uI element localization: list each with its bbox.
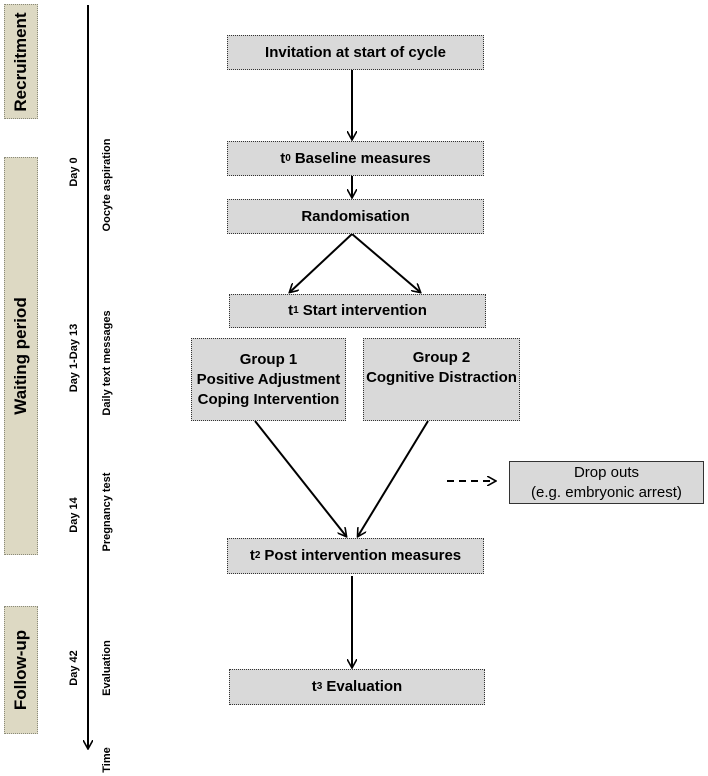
group1-box: Group 1 Positive Adjustment Coping Inter… — [191, 338, 346, 421]
t2-subscript: 2 — [254, 550, 261, 561]
baseline-measures-text: Baseline measures — [294, 149, 431, 167]
invitation-box: Invitation at start of cycle — [227, 35, 484, 70]
arrow-randomisation-right — [351, 233, 420, 292]
post-intervention-text: Post intervention measures — [264, 547, 462, 564]
t1-subscript: 1 — [293, 305, 299, 316]
arrow-group1-t2 — [254, 420, 346, 536]
t0-subscript: 0 — [285, 152, 291, 164]
group2-box: Group 2 Cognitive Distraction — [363, 338, 520, 421]
dropouts-line1: Drop outs — [573, 463, 640, 481]
dropouts-line2: (e.g. embryonic arrest) — [531, 483, 682, 501]
group2-title: Group 2 — [412, 349, 471, 366]
phase-follow-up: Follow-up — [4, 606, 38, 734]
t3-symbol: t — [311, 678, 317, 695]
evaluation-text: Evaluation — [326, 678, 403, 695]
randomisation-text: Randomisation — [301, 207, 410, 225]
group2-line1: Cognitive Distraction — [366, 369, 517, 386]
invitation-text: Invitation at start of cycle — [265, 43, 446, 61]
t2-symbol: t — [249, 547, 255, 564]
group1-line2: Coping Intervention — [197, 390, 340, 408]
group1-title: Group 1 — [239, 350, 298, 368]
t0-symbol: t — [280, 149, 286, 167]
dropouts-box: Drop outs (e.g. embryonic arrest) — [509, 461, 704, 504]
t3-subscript: 3 — [316, 681, 323, 692]
phase-recruitment: Recruitment — [4, 4, 38, 119]
start-intervention-text: Start intervention — [302, 302, 427, 319]
randomisation-box: Randomisation — [227, 199, 484, 234]
arrow-randomisation-left — [290, 233, 353, 292]
arrow-group2-t2 — [358, 420, 429, 536]
phase-waiting-period: Waiting period — [4, 157, 38, 555]
group1-line1: Positive Adjustment — [196, 370, 341, 388]
t1-symbol: t — [288, 302, 294, 319]
